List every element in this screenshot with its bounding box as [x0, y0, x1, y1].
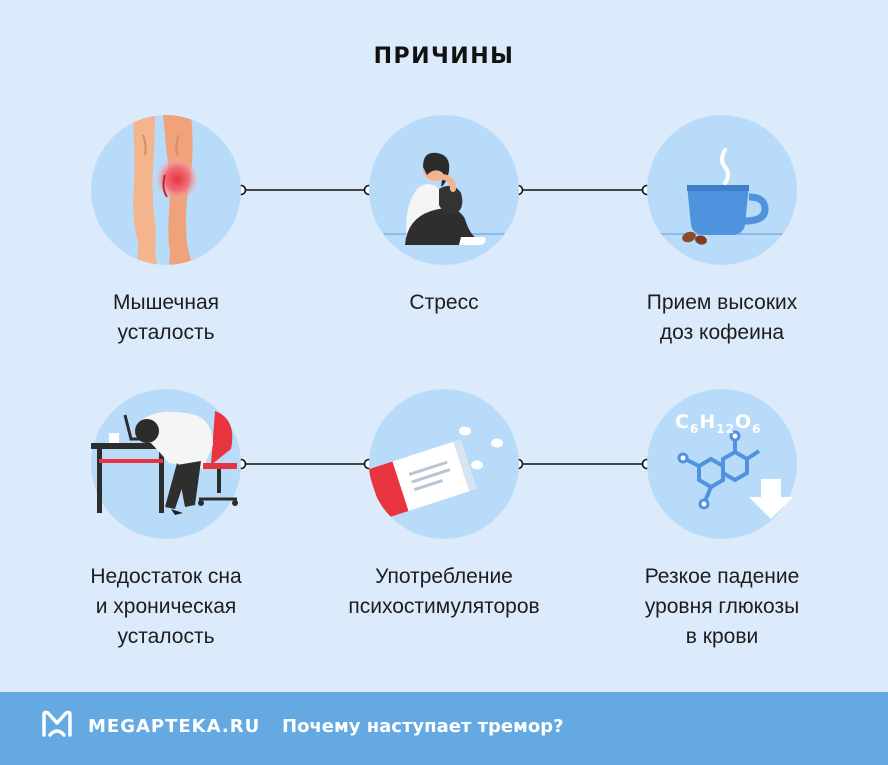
glucose-molecule-icon: C6H12O6 [647, 389, 797, 539]
legs-pain-icon [91, 115, 241, 265]
pills-box-icon [369, 389, 519, 539]
footer-bar: MEGAPTEKA.RU Почему наступает тремор? [0, 692, 888, 765]
label-stress: Стресс [409, 291, 479, 314]
page-title: ПРИЧИНЫ [373, 44, 515, 69]
brand-name[interactable]: MEGAPTEKA.RU [88, 716, 261, 737]
tired-worker-icon [91, 389, 241, 539]
label-glucose-drop: Резкое падение уровня глюкозы в крови [644, 565, 800, 648]
megapteka-logo-icon [42, 710, 72, 737]
label-caffeine: Прием высоких доз кофеина [646, 291, 798, 344]
coffee-cup-icon [647, 115, 797, 265]
label-sleep-deprivation: Недостаток сна и хроническая усталость [90, 565, 242, 648]
stressed-person-icon [369, 115, 519, 265]
glucose-formula: C6H12O6 [675, 411, 762, 436]
label-psychostimulants: Употребление психостимуляторов [348, 565, 540, 618]
label-muscle-fatigue: Мышечная усталость [112, 291, 219, 344]
article-title: Почему наступает тремор? [282, 716, 564, 737]
